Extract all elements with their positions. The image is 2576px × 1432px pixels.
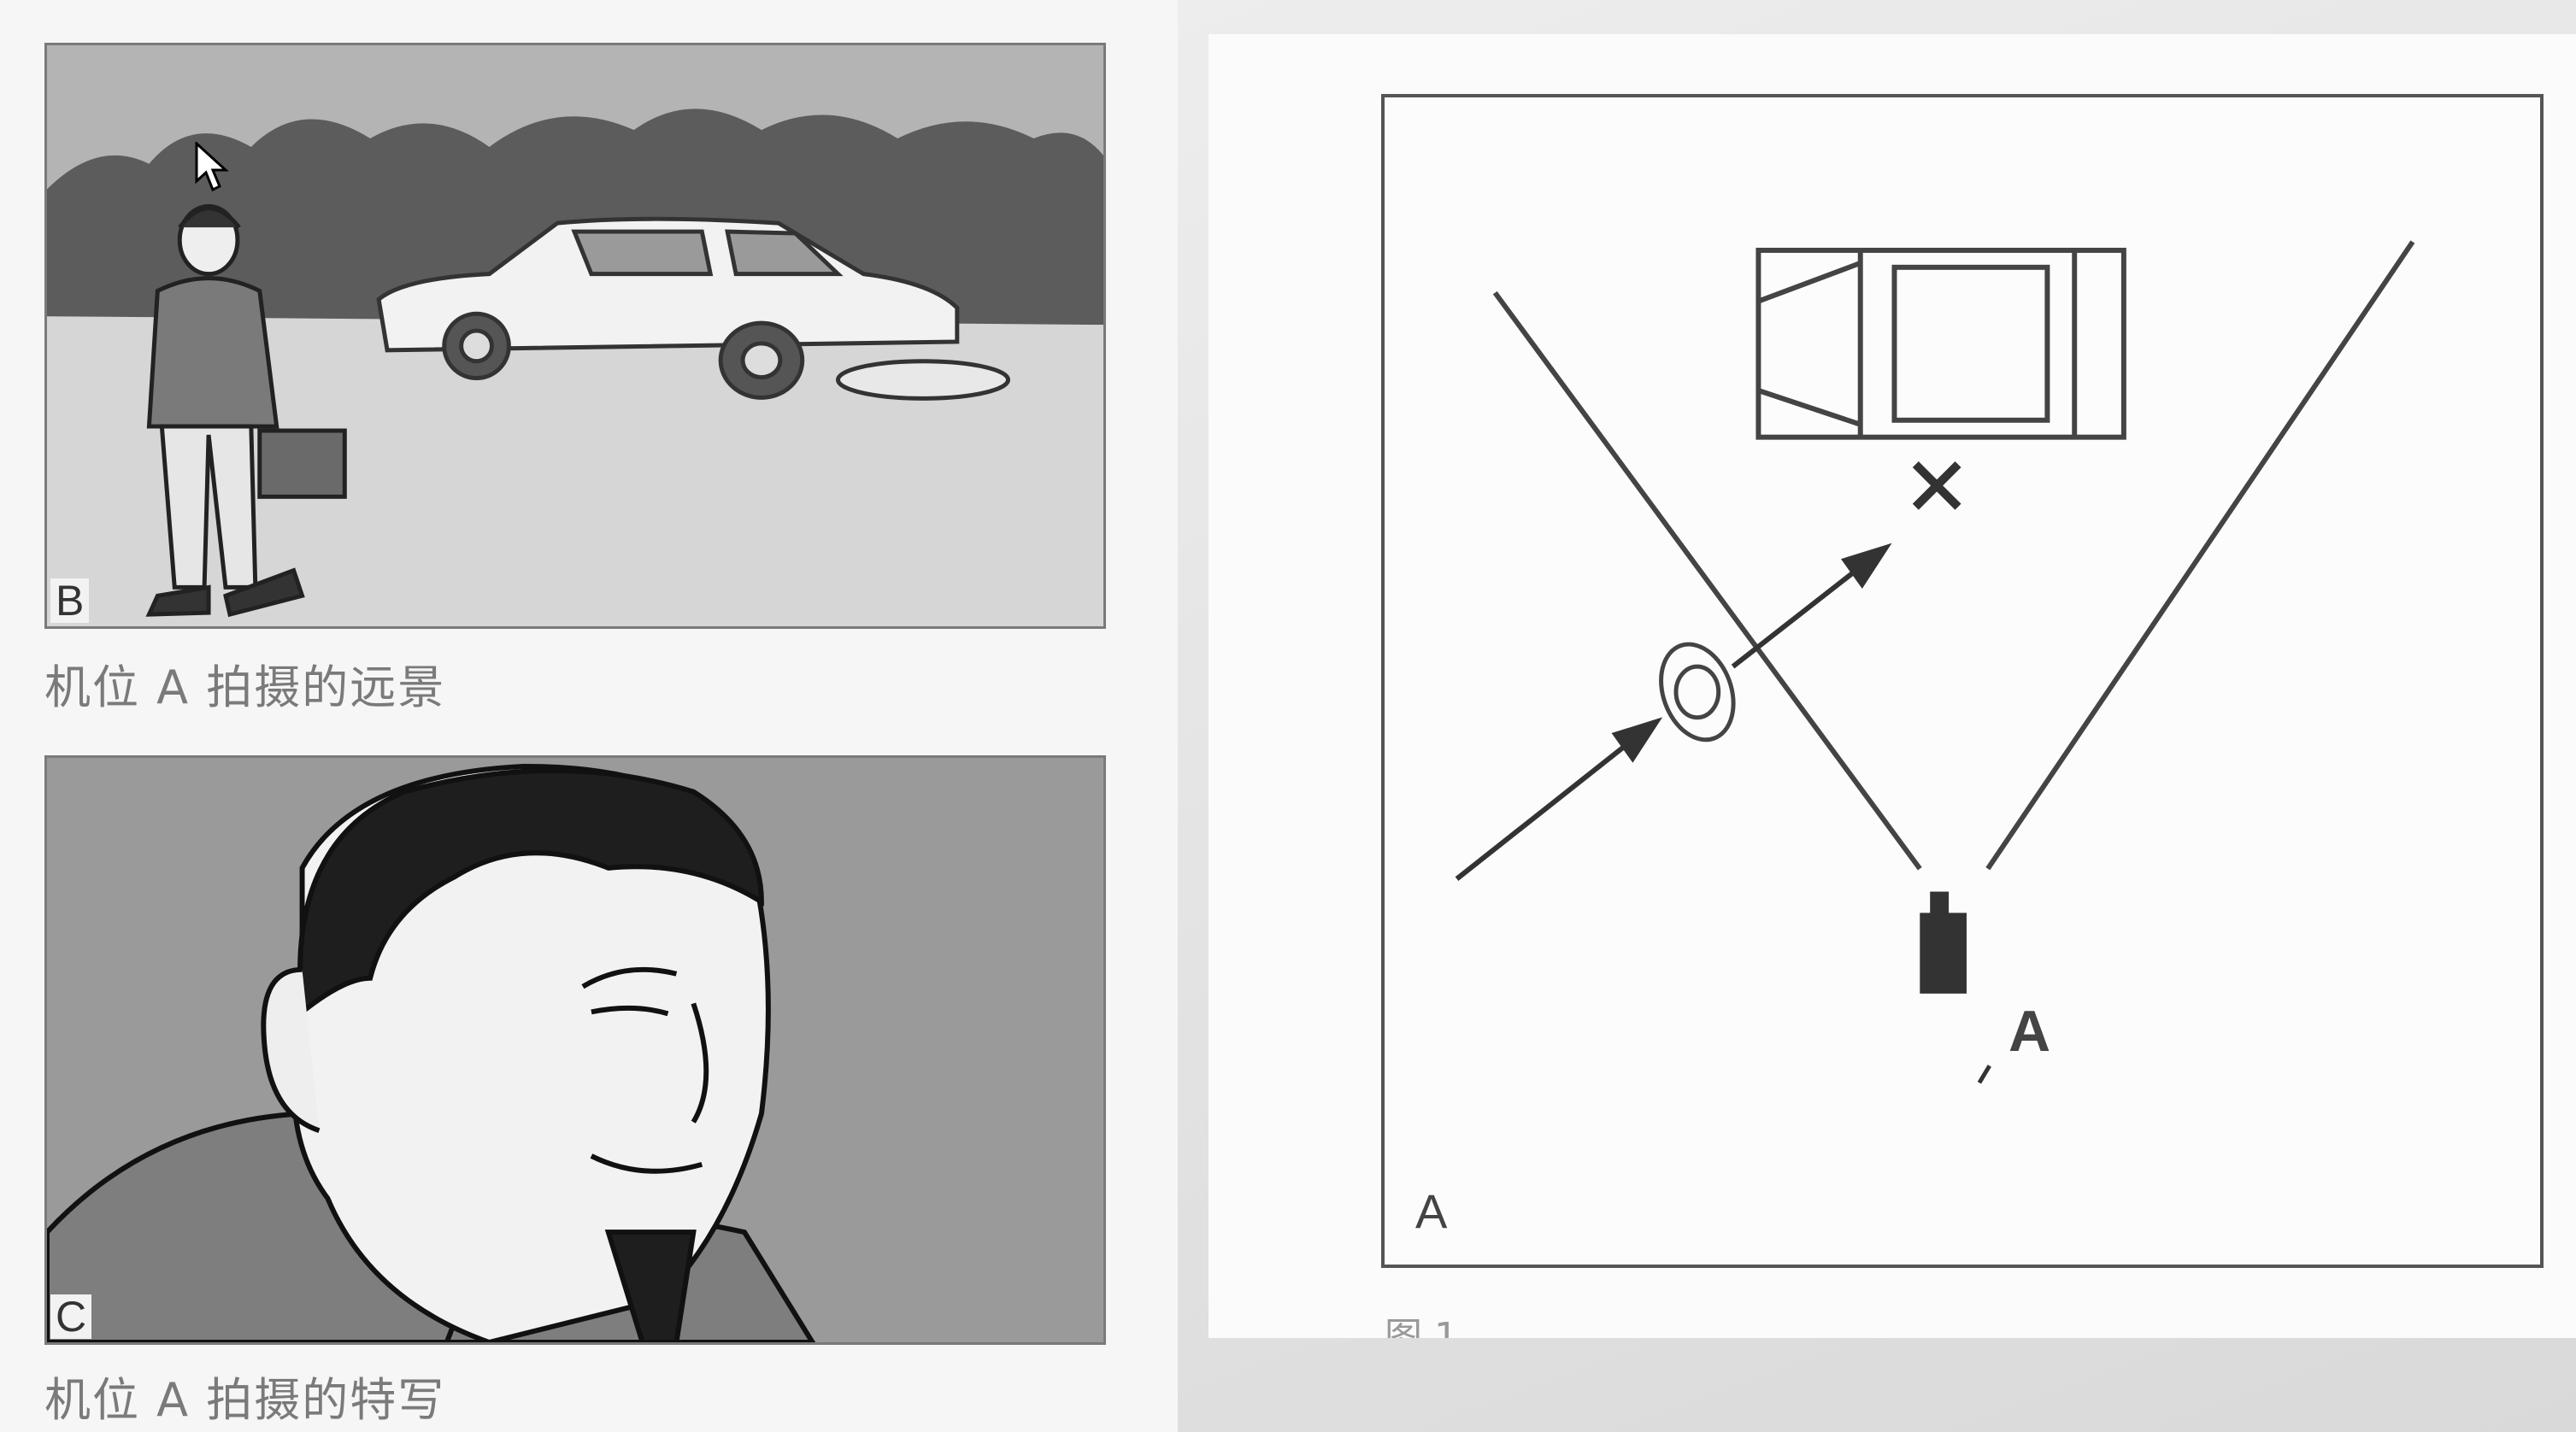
figure-caption: 图 1 (1385, 1315, 1458, 1338)
long-shot-illustration (47, 45, 1103, 626)
caption-long-shot: 机位 A 拍摄的远景 (44, 660, 446, 714)
car-illustration (376, 216, 1011, 401)
subject-x-mark (1912, 461, 1961, 510)
movement-arrow-icon (1455, 543, 1892, 881)
face-figure (47, 763, 816, 1342)
panel-long-shot: B (44, 43, 1106, 629)
left-page: B 机位 A 拍摄的远景 C 机位 A 拍摄的特写 (0, 0, 1178, 1432)
diagram-letter-a: A (1415, 1184, 1448, 1238)
sight-line-left (1492, 291, 1922, 871)
panel-letter-b: B (50, 578, 90, 623)
panel-close-up: C (44, 755, 1106, 1345)
actor-icon (1659, 642, 1736, 742)
car-icon (1756, 247, 2126, 440)
mouse-cursor-icon (195, 142, 229, 192)
camera-icon (1920, 891, 1967, 994)
panel-letter-c: C (50, 1294, 92, 1339)
camera-position-label: A (2008, 999, 2051, 1064)
camera-diagram: A A (1381, 94, 2544, 1268)
close-up-illustration (47, 758, 1103, 1342)
caption-close-up: 机位 A 拍摄的特写 (44, 1373, 446, 1427)
sight-line-right (1985, 240, 2415, 871)
man-figure (145, 203, 347, 618)
